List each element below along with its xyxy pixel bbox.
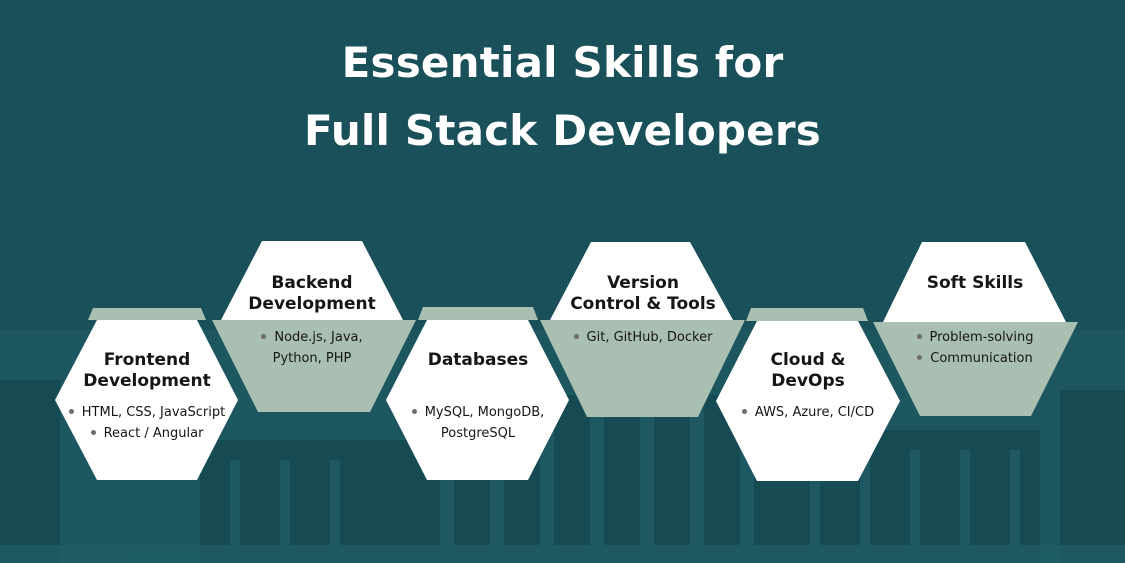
frontend-hexagon	[55, 320, 238, 480]
soft-skills-heading-line-1: Soft Skills	[926, 273, 1024, 293]
backend-heading: Backend Development	[212, 273, 412, 315]
frontend-heading-line-1: Frontend	[103, 350, 191, 370]
list-item-continuation: PostgreSQL	[440, 426, 516, 441]
version-control-upper-half	[550, 242, 733, 320]
list-item: React / Angular	[47, 423, 247, 444]
cloud-devops-heading: Cloud & DevOps	[708, 350, 908, 392]
backend-upper-half	[221, 241, 403, 320]
backend-heading-line-2: Development	[248, 294, 376, 314]
version-control-heading-line-1: Version	[607, 273, 679, 293]
cloud-top-tab	[746, 308, 868, 321]
databases-heading-line-1: Databases	[427, 350, 529, 370]
backend-bullet-list: Node.js, Java, Python, PHP	[212, 327, 412, 369]
databases-heading: Databases	[378, 350, 578, 371]
cloud-devops-heading-line-2: DevOps	[771, 371, 845, 391]
list-item: MySQL, MongoDB,	[378, 402, 578, 423]
databases-bullet-list: MySQL, MongoDB, PostgreSQL	[378, 402, 578, 444]
list-item: Git, GitHub, Docker	[543, 327, 743, 348]
version-control-bullet-list: Git, GitHub, Docker	[543, 327, 743, 348]
list-item: Node.js, Java,	[212, 327, 412, 348]
backend-heading-line-1: Backend	[271, 273, 353, 293]
soft-skills-upper-half	[883, 242, 1066, 322]
list-item: Problem-solving	[875, 327, 1075, 348]
list-item: Communication	[875, 348, 1075, 369]
cloud-devops-hexagon	[716, 321, 900, 481]
databases-hexagon	[386, 320, 569, 480]
databases-top-tab	[418, 307, 538, 320]
version-control-heading-line-2: Control & Tools	[570, 294, 716, 314]
soft-skills-heading: Soft Skills	[875, 273, 1075, 294]
frontend-top-tab	[88, 308, 206, 320]
list-item-continuation: Python, PHP	[272, 351, 352, 366]
soft-skills-bullet-list: Problem-solving Communication	[875, 327, 1075, 369]
list-item: AWS, Azure, CI/CD	[708, 402, 908, 423]
frontend-bullet-list: HTML, CSS, JavaScript React / Angular	[47, 402, 247, 444]
cloud-devops-bullet-list: AWS, Azure, CI/CD	[708, 402, 908, 423]
list-item: HTML, CSS, JavaScript	[47, 402, 247, 423]
cloud-devops-heading-line-1: Cloud &	[770, 350, 846, 370]
frontend-heading: Frontend Development	[47, 350, 247, 392]
frontend-heading-line-2: Development	[83, 371, 211, 391]
page-title-line-2: Full Stack Developers	[304, 106, 821, 155]
version-control-heading: Version Control & Tools	[543, 273, 743, 315]
page-title-line-1: Essential Skills for	[341, 38, 784, 87]
